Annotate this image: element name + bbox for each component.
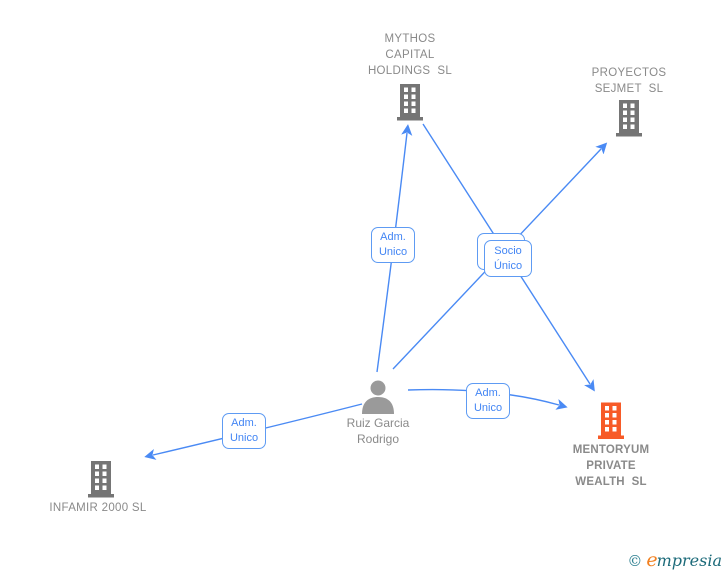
company-name-line: SEJMET SL <box>594 83 664 95</box>
company-name-line: MENTORYUM <box>572 444 650 456</box>
company-node-mentoryum[interactable] <box>598 402 624 445</box>
copyright-symbol: © <box>627 552 643 570</box>
company-name-line: MYTHOS <box>384 33 436 45</box>
edge-person-to-infamir <box>144 403 363 460</box>
relation-text-line: Adm. <box>380 231 406 243</box>
building-icon <box>616 100 642 137</box>
company-name-line: WEALTH SL <box>575 476 647 488</box>
person-node-ruiz-garcia[interactable] <box>359 380 397 419</box>
brand-rest: mpresia <box>656 551 722 570</box>
building-icon <box>397 84 423 121</box>
person-name-line: Ruiz Garcia <box>346 416 410 430</box>
company-node-mythos[interactable] <box>397 84 423 126</box>
relation-text-line: Adm. <box>475 387 501 399</box>
relation-text-line: Único <box>493 259 523 272</box>
brand-first-letter: e <box>646 549 658 571</box>
relation-text-line: Unico <box>378 246 408 258</box>
company-label-infamir[interactable]: INFAMIR 2000 SL <box>18 500 178 516</box>
brand-name: empresia <box>646 549 722 571</box>
company-node-infamir[interactable] <box>88 461 114 503</box>
relation-text-line: Unico <box>473 402 503 414</box>
relation-label-adm-unico-center[interactable]: Adm. Unico <box>371 227 415 263</box>
relation-label-adm-unico-right[interactable]: Adm. Unico <box>466 383 510 419</box>
company-name-line: HOLDINGS SL <box>367 65 453 77</box>
empresia-watermark: © empresia <box>627 549 722 571</box>
person-name-line: Rodrigo <box>356 432 400 446</box>
company-name-line: PRIVATE <box>586 460 636 472</box>
person-icon <box>362 380 394 414</box>
relation-label-socio-unico[interactable]: Socio Único <box>484 240 532 277</box>
relation-text-line: Adm. <box>231 417 257 429</box>
relation-label-adm-unico-left[interactable]: Adm. Unico <box>222 413 266 449</box>
person-label[interactable]: Ruiz Garcia Rodrigo <box>298 415 458 447</box>
company-label-mythos[interactable]: MYTHOS CAPITAL HOLDINGS SL <box>330 31 490 79</box>
company-name-line: CAPITAL <box>385 49 435 61</box>
company-name-line: PROYECTOS <box>591 67 667 79</box>
company-node-proyectos[interactable] <box>616 100 642 142</box>
company-label-proyectos[interactable]: PROYECTOS SEJMET SL <box>549 65 709 97</box>
company-label-mentoryum[interactable]: MENTORYUM PRIVATE WEALTH SL <box>531 442 691 490</box>
relation-text-line: Unico <box>229 432 259 444</box>
building-icon <box>88 461 114 498</box>
relation-text-line: Socio <box>494 244 522 257</box>
company-name-line: INFAMIR 2000 SL <box>49 502 147 514</box>
building-icon <box>598 402 624 439</box>
